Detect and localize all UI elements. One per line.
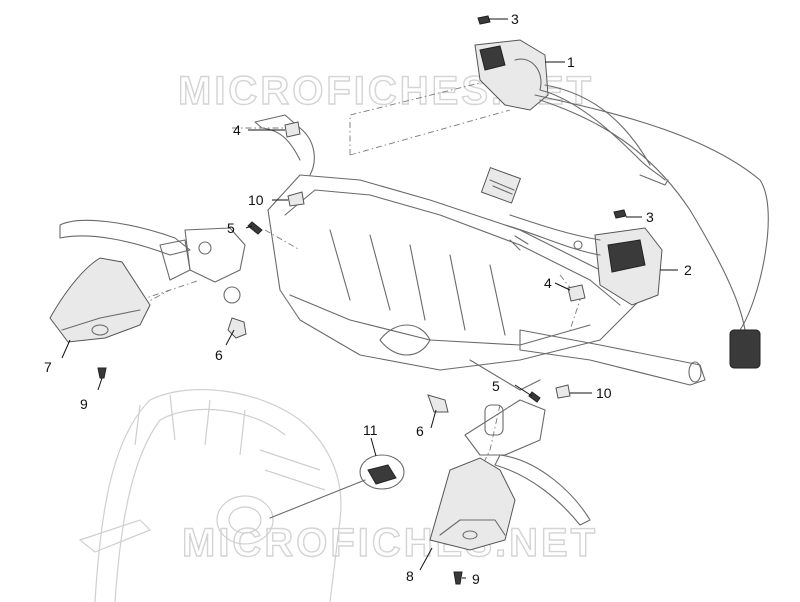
part-10-nut-right <box>555 384 571 399</box>
part-5-screw-left <box>247 221 263 235</box>
callout-3-top: 3 <box>511 11 519 27</box>
part-9-screw-right <box>453 571 463 585</box>
callout-3-right: 3 <box>646 209 654 225</box>
part-3-screw-top <box>477 15 491 25</box>
part-1-left-switch <box>474 39 769 369</box>
part-10-nut-left <box>287 191 305 207</box>
part-11-switch <box>367 464 397 485</box>
part-6-switch-right <box>427 394 449 413</box>
part-6-switch-left <box>227 317 247 339</box>
part-5-screw-right <box>528 391 541 403</box>
part-11-pointer <box>269 479 366 519</box>
watermark-bottom: MICROFICHES.NET <box>182 521 598 565</box>
callout-5-right: 5 <box>492 378 500 394</box>
part-7-left-cover <box>49 257 151 343</box>
part-4-clip-top <box>284 121 301 138</box>
callout-4-right: 4 <box>544 275 552 291</box>
right-brake-lever <box>464 399 591 526</box>
part-8-right-cover <box>429 457 516 551</box>
callout-7: 7 <box>44 359 52 375</box>
leader-lines <box>61 18 678 579</box>
callout-6-left: 6 <box>215 347 223 363</box>
callout-6-right: 6 <box>416 423 424 439</box>
part-4-clip-right <box>567 284 586 302</box>
callout-4-top: 4 <box>233 122 241 138</box>
handlebar-frame <box>254 114 706 391</box>
callout-2: 2 <box>684 262 692 278</box>
part-11-detail-circle <box>359 454 405 490</box>
callout-9-left: 9 <box>80 396 88 412</box>
callout-5-left: 5 <box>227 220 235 236</box>
callout-10-left: 10 <box>248 192 264 208</box>
part-3-screw-right <box>613 209 627 219</box>
callout-1: 1 <box>567 54 575 70</box>
callouts: 3 1 3 2 4 4 5 5 6 6 7 8 9 9 10 10 11 <box>44 11 692 587</box>
part-2-right-switch <box>480 167 663 306</box>
left-brake-lever <box>59 219 246 304</box>
callout-9-right: 9 <box>472 571 480 587</box>
part-9-screw-left <box>97 367 107 379</box>
callout-11: 11 <box>363 422 378 438</box>
small-parts <box>97 15 627 585</box>
body-panel-ghost <box>78 389 342 602</box>
callout-8: 8 <box>406 568 414 584</box>
assembly-lines <box>94 77 581 491</box>
callout-10-right: 10 <box>596 385 612 401</box>
